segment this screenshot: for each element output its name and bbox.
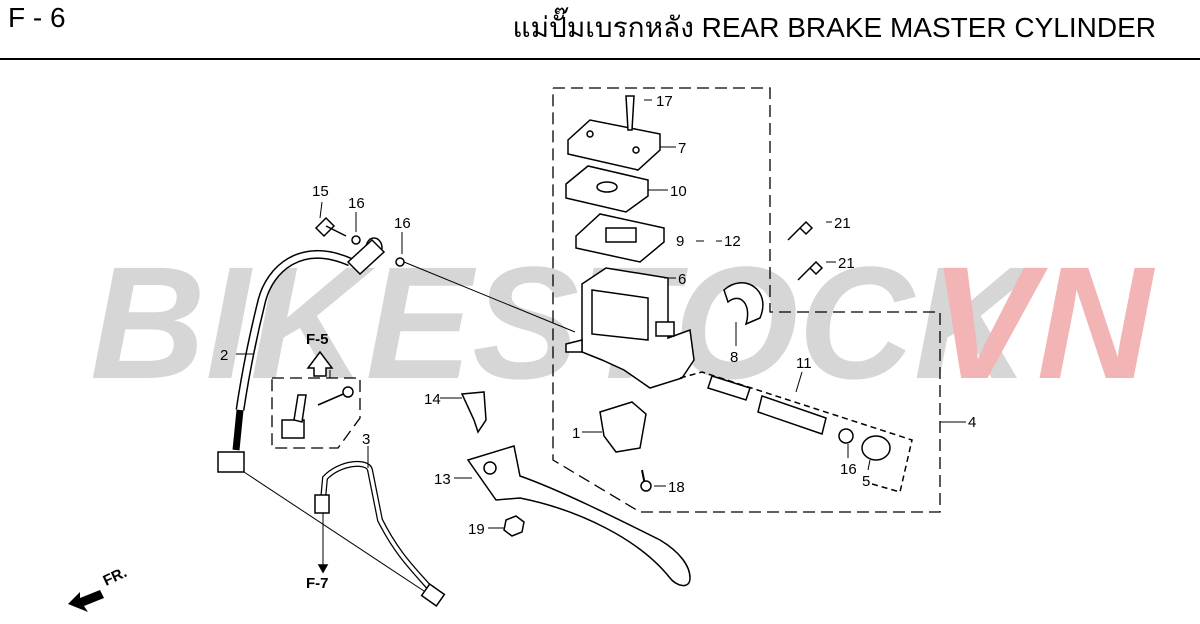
front-direction-label: FR. [101, 564, 130, 590]
callout-8: 8 [730, 349, 738, 366]
group-box-master-cylinder [271, 87, 941, 513]
clamp-bracket [723, 282, 764, 326]
brake-switch [599, 401, 652, 492]
leader-lines [243, 261, 576, 596]
callout-numbers: 17 7 10 9 12 6 8 11 4 21 21 15 16 16 2 3… [220, 93, 976, 538]
callout-13: 13 [434, 471, 451, 488]
callout-5: 5 [862, 473, 870, 490]
reference-f7: F-7 [306, 575, 329, 592]
callout-14: 14 [424, 391, 441, 408]
page-code: F - 6 [8, 2, 66, 33]
reference-f5: F-5 [306, 331, 329, 348]
watermark-text-gray: BIKESTOCK [90, 233, 1040, 412]
callout-12: 12 [724, 233, 741, 250]
callout-15: 15 [312, 183, 329, 200]
callout-16b: 16 [394, 215, 411, 232]
callout-20: 19 [468, 521, 485, 538]
callout-2: 2 [220, 347, 228, 364]
reference-arrows [306, 350, 334, 574]
callout-21b: 21 [838, 255, 855, 272]
header-divider [0, 58, 1200, 60]
callout-17: 16 [840, 461, 857, 478]
brake-hose [217, 249, 352, 473]
callout-11: 11 [796, 355, 812, 372]
master-cylinder-body [565, 267, 695, 389]
watermark: BIKESTOCK VN [90, 233, 1156, 412]
arrow-left-icon [68, 590, 104, 612]
watermark-text-red: VN [930, 233, 1156, 412]
callout-3: 3 [362, 431, 370, 448]
callout-4: 4 [968, 414, 976, 431]
bolts [314, 216, 824, 281]
callout-7: 7 [678, 140, 686, 157]
brake-lever [460, 391, 691, 587]
piston-kit [679, 371, 913, 493]
down-arrow-icon [317, 564, 329, 574]
callout-6: 6 [678, 271, 686, 288]
callout-10: 10 [670, 183, 687, 200]
reservoir-cap [565, 95, 665, 263]
up-arrow-icon [306, 350, 334, 377]
callout-9: 9 [676, 233, 684, 250]
callout-19: 18 [668, 479, 685, 496]
brake-pipe [314, 460, 446, 607]
switch-fitting [281, 386, 354, 439]
callout-1: 1 [572, 425, 580, 442]
front-direction-indicator: FR. [68, 564, 130, 612]
callout-21a: 21 [834, 215, 851, 232]
page-title: แม่ปั๊มเบรกหลัง REAR BRAKE MASTER CYLIND… [512, 12, 1156, 43]
callout-leaders [236, 99, 966, 529]
callout-18: 17 [656, 93, 673, 110]
callout-16a: 16 [348, 195, 365, 212]
banjo-fitting [346, 237, 386, 276]
